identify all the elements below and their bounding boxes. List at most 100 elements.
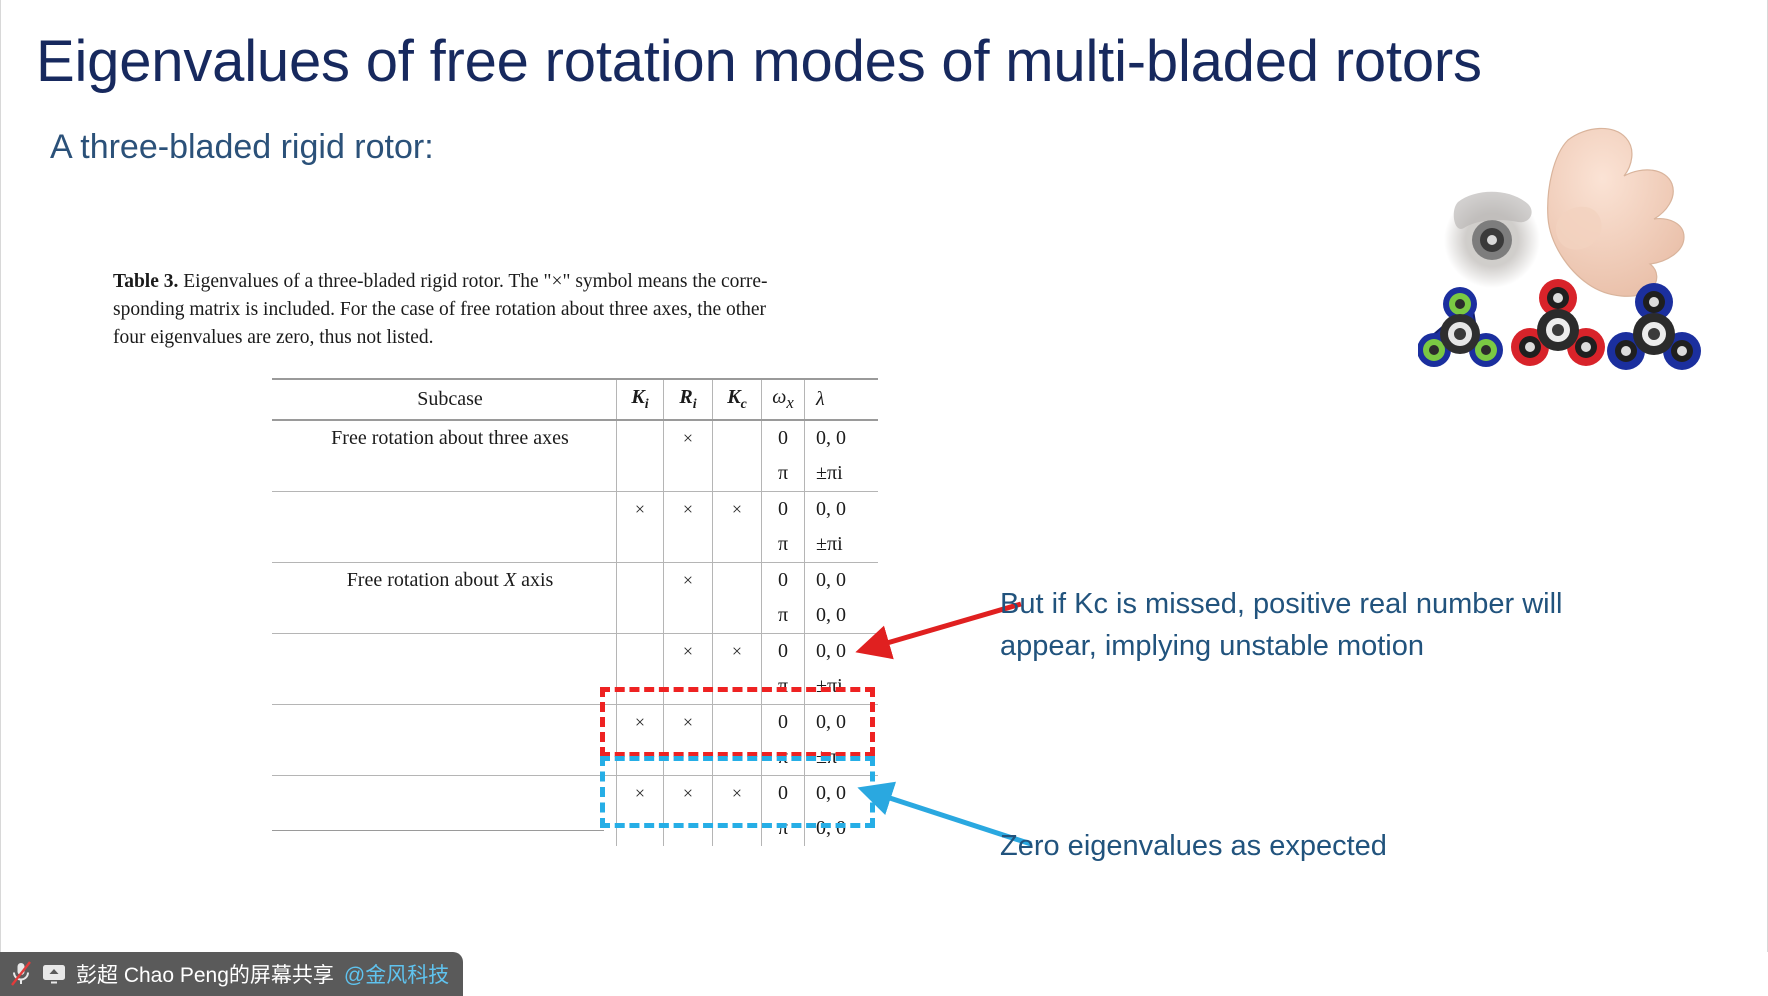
cell-subcase: Free rotation about X axis: [272, 562, 617, 598]
cell-lambda: 0, 0: [804, 491, 878, 527]
caption-line-3: four eigenvalues are zero, thus not list…: [113, 327, 434, 348]
cell-ki: [616, 562, 664, 598]
table-row: π±πi: [272, 527, 878, 563]
cell-subcase: [272, 527, 617, 563]
cross-mark-icon: ×: [731, 783, 743, 803]
screen-share-icon[interactable]: [42, 963, 66, 985]
screen-share-indicator[interactable]: 彭超 Chao Peng的屏幕共享 @金风科技: [0, 952, 464, 996]
cell-kc: [712, 527, 762, 563]
caption-line-1: Table 3. Eigenvalues of a three-bladed r…: [113, 268, 1013, 296]
cross-mark-icon: ×: [682, 428, 694, 448]
cell-ki: ×: [616, 704, 664, 740]
cell-ri: [663, 669, 713, 705]
cell-ki: [616, 669, 664, 705]
cell-kc: [712, 598, 762, 634]
table-header-row: Subcase Ki Ri Kc ωx λ: [272, 378, 878, 421]
cell-ki: [616, 598, 664, 634]
header-omega-sub: x: [786, 393, 794, 412]
cell-ri: ×: [663, 491, 713, 527]
cell-ki: ×: [616, 775, 664, 811]
red-arrow-icon: [855, 601, 1022, 660]
header-ki-symbol: K: [631, 386, 645, 408]
cell-omega-x: π: [761, 669, 805, 705]
cell-kc: [712, 562, 762, 598]
cell-subcase: [272, 456, 617, 492]
cell-ri: ×: [663, 775, 713, 811]
cross-mark-icon: ×: [682, 783, 694, 803]
cross-mark-icon: ×: [731, 641, 743, 661]
cell-subcase: Free rotation about three axes: [331, 427, 569, 449]
slide-left-border: [0, 0, 1, 996]
header-ri-symbol: R: [679, 386, 693, 408]
cross-mark-icon: ×: [682, 712, 694, 732]
cell-omega-x: 0: [761, 420, 805, 456]
cell-omega-x: 0: [761, 491, 805, 527]
cell-kc: [712, 456, 762, 492]
spinner-red: [1511, 279, 1605, 366]
cell-ri: ×: [663, 704, 713, 740]
cell-lambda: 0, 0: [804, 704, 878, 740]
header-omega-symbol: ω: [772, 386, 787, 408]
column-header-lambda: λ: [804, 378, 878, 421]
cell-kc: ×: [712, 491, 762, 527]
cell-lambda: 0, 0: [804, 420, 878, 456]
table-row: π±πi: [272, 669, 878, 705]
cell-omega-x: 0: [761, 704, 805, 740]
column-header-kc: Kc: [712, 378, 762, 421]
header-lambda-symbol: λ: [816, 388, 825, 410]
blue-annotation-text: Zero eigenvalues as expected: [1000, 825, 1560, 867]
column-header-omega-x: ωx: [761, 378, 805, 421]
cell-subcase: [272, 491, 617, 527]
cell-omega-x: 0: [761, 562, 805, 598]
cell-kc: ×: [712, 775, 762, 811]
cell-kc: [712, 669, 762, 705]
spinning-spinner-blurred: [1444, 191, 1540, 288]
cell-ri: [663, 598, 713, 634]
cell-subcase: [272, 598, 617, 634]
red-annotation-text: But if Kc is missed, positive real numbe…: [1000, 583, 1690, 667]
cell-lambda: ±πi: [804, 527, 878, 563]
cell-ki: [616, 527, 664, 563]
cell-ki: [616, 633, 664, 669]
cell-ki: [616, 420, 664, 456]
header-kc-sub: c: [740, 397, 747, 412]
cell-ki: [616, 456, 664, 492]
caption-text-1: Eigenvalues of a three-bladed rigid roto…: [183, 271, 768, 292]
cell-omega-x: 0: [761, 633, 805, 669]
cell-ri: [663, 456, 713, 492]
cell-lambda: 0, 0: [804, 811, 878, 846]
cell-omega-x: 0: [761, 775, 805, 811]
cross-mark-icon: ×: [634, 712, 646, 732]
red-highlight-box: [600, 687, 875, 757]
microphone-muted-icon[interactable]: [10, 961, 32, 987]
taskbar: 彭超 Chao Peng的屏幕共享 @金风科技: [0, 952, 1768, 996]
share-owner-label: 彭超 Chao Peng的屏幕共享: [76, 964, 334, 987]
blue-arrow-icon: [857, 781, 1032, 847]
cross-mark-icon: ×: [682, 570, 694, 590]
column-header-subcase: Subcase: [272, 378, 617, 421]
cell-ri: [663, 527, 713, 563]
share-owner-handle: @金风科技: [343, 964, 450, 987]
spinner-blue: [1607, 283, 1701, 370]
cross-mark-icon: ×: [731, 499, 743, 519]
blue-highlight-box: [600, 756, 875, 828]
cell-subcase: [272, 811, 617, 846]
caption-line-2: sponding matrix is included. For the cas…: [113, 299, 767, 320]
cell-ri: ×: [663, 633, 713, 669]
spinner-green: [1418, 287, 1503, 367]
caption-label: Table 3.: [113, 271, 179, 292]
column-header-ki: Ki: [616, 378, 664, 421]
red-annotation-line-2: appear, implying unstable motion: [1000, 630, 1424, 662]
table-caption: Table 3. Eigenvalues of a three-bladed r…: [113, 268, 1013, 352]
cell-kc: [712, 704, 762, 740]
hand-graphic: [1547, 127, 1685, 297]
cell-ki: [616, 811, 664, 846]
cell-subcase: [272, 633, 617, 669]
